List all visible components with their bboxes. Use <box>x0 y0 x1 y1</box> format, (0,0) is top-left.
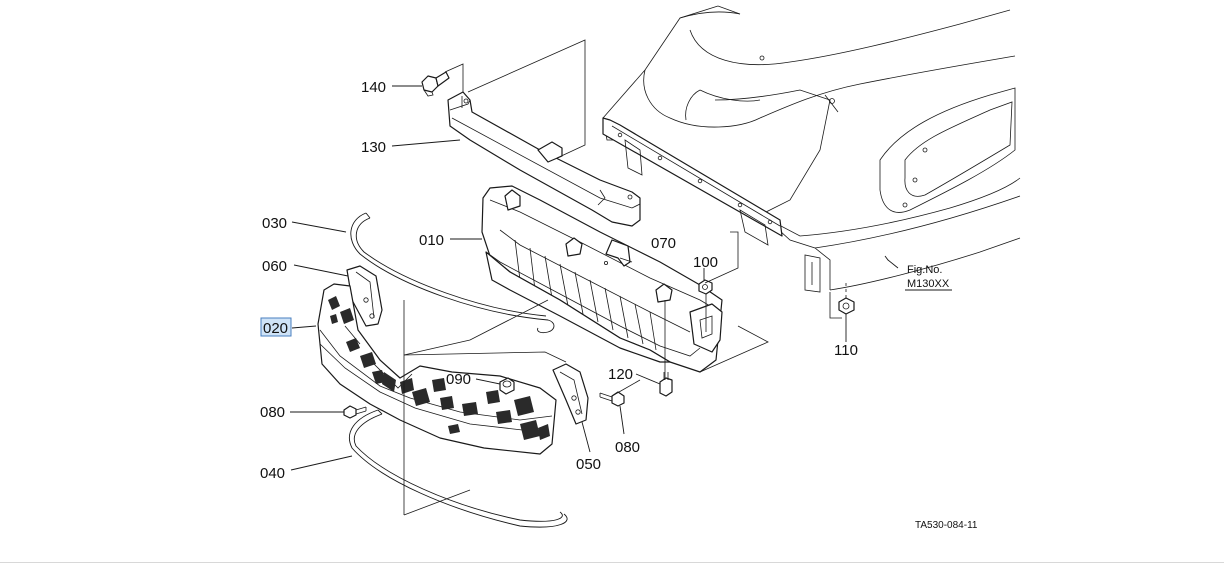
selected-callout-highlight <box>260 317 292 337</box>
callout-030[interactable]: 030 <box>262 215 287 232</box>
collar-090 <box>499 377 515 395</box>
callout-050[interactable]: 050 <box>576 456 601 473</box>
callout-080-left[interactable]: 080 <box>260 404 285 421</box>
figure-label: Fig.No. <box>907 264 942 276</box>
front-bumper-020 <box>317 283 557 455</box>
callout-110[interactable]: 110 <box>834 342 858 359</box>
callout-010[interactable]: 010 <box>419 232 444 249</box>
side-cover-050 <box>552 363 589 425</box>
bracket-070 <box>604 239 633 267</box>
callout-labels: 140 130 030 010 070 060 100 020 110 120 … <box>260 79 858 482</box>
rubber-strip-030 <box>350 212 555 334</box>
figure-number: M130XX <box>907 278 950 290</box>
callout-090[interactable]: 090 <box>446 371 471 388</box>
callout-040[interactable]: 040 <box>260 465 285 482</box>
nut-100 <box>698 279 713 295</box>
reference-code: TA530-084-11 <box>915 520 978 531</box>
callout-120[interactable]: 120 <box>608 366 633 383</box>
upper-bracket-130 <box>447 91 641 227</box>
hood-body <box>602 5 1021 293</box>
assembly-guides <box>403 39 847 516</box>
bolt-080-right <box>599 391 625 407</box>
nut-110 <box>838 297 855 315</box>
callout-070[interactable]: 070 <box>651 235 676 252</box>
callout-060[interactable]: 060 <box>262 258 287 275</box>
callout-020[interactable]: 020 <box>263 320 288 337</box>
bolt-140 <box>421 71 450 97</box>
callout-100[interactable]: 100 <box>693 254 718 271</box>
leader-lines <box>290 85 899 471</box>
callout-080-right[interactable]: 080 <box>615 439 640 456</box>
side-cover-060 <box>346 265 383 327</box>
callout-130[interactable]: 130 <box>361 139 386 156</box>
bolt-080-left <box>343 405 367 419</box>
callout-140[interactable]: 140 <box>361 79 386 96</box>
rubber-strip-040 <box>349 409 568 528</box>
grille-frame-010 <box>481 185 723 373</box>
bolt-120 <box>659 372 673 397</box>
figure-info: Fig.No. M130XX TA530-084-11 <box>905 264 978 531</box>
